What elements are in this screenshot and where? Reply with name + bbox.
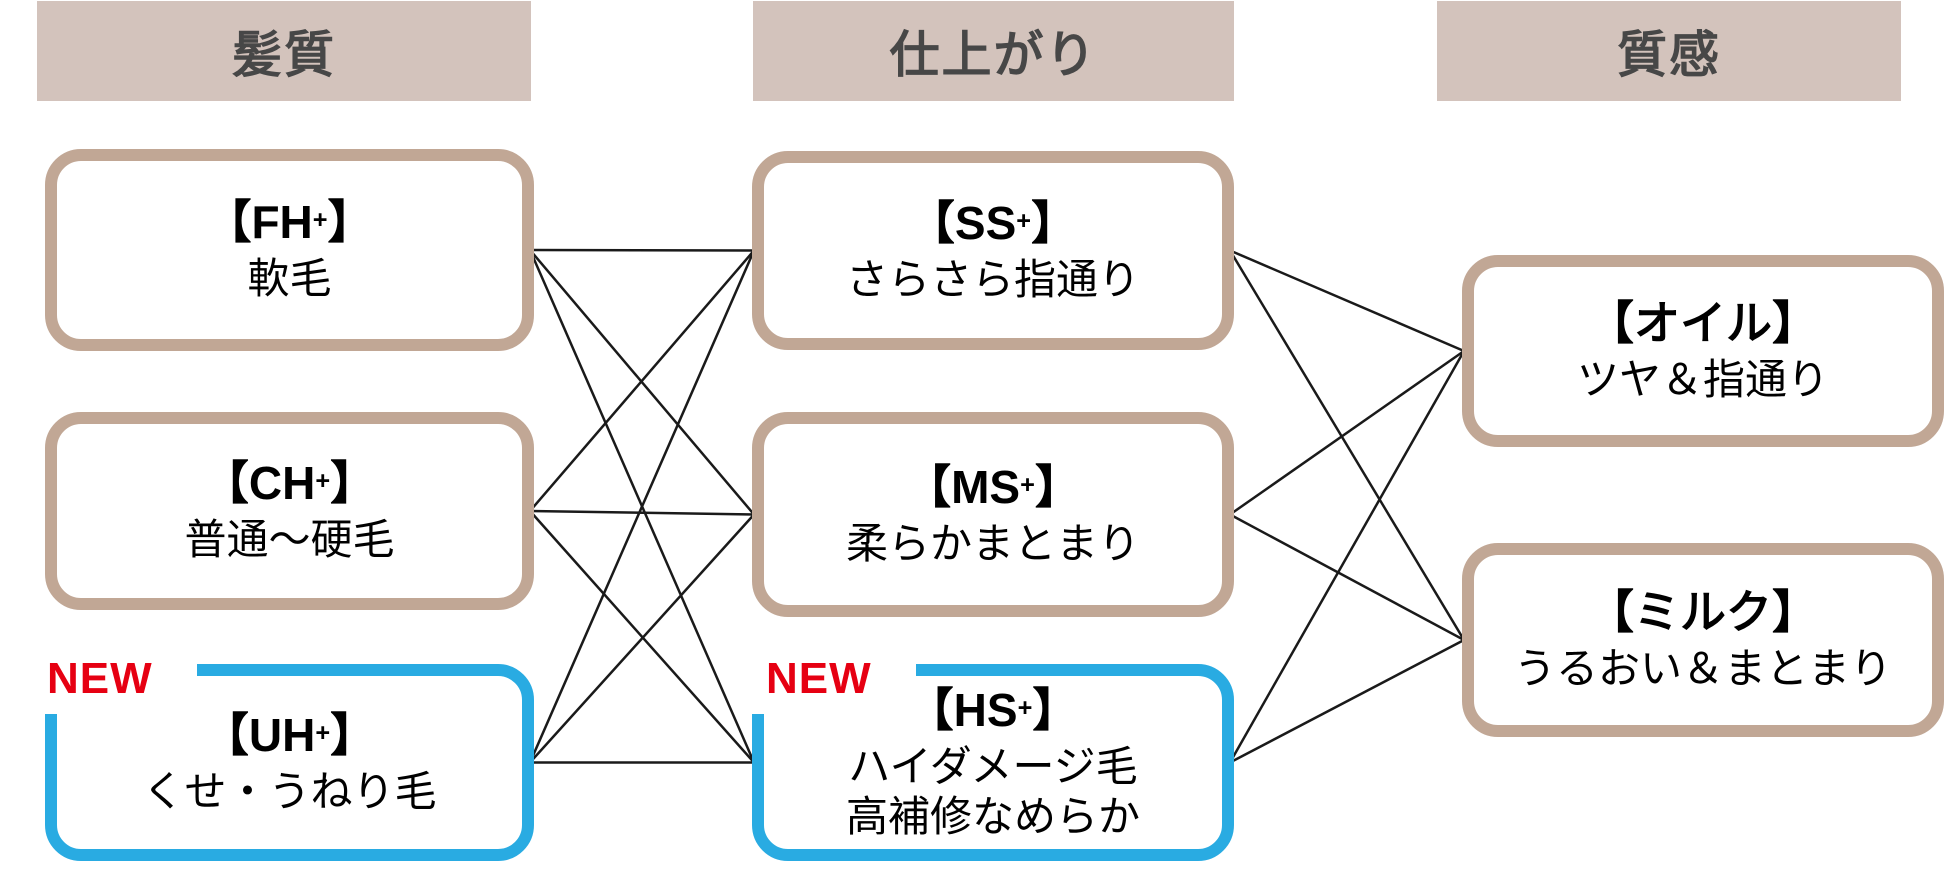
box-title: 【ミルク】 xyxy=(1588,586,1818,639)
box-oil-shine-smoothness: 【オイル】 ツヤ＆指通り xyxy=(1462,255,1944,447)
box-subtitle: 柔らかまとまり xyxy=(845,519,1140,567)
box-subtitle-line2: 高補修なめらか xyxy=(845,793,1140,841)
box-title: 【SS+】 xyxy=(908,196,1078,249)
box-subtitle: ツヤ＆指通り xyxy=(1576,356,1829,404)
box-subtitle: くせ・うねり毛 xyxy=(142,767,437,815)
frame-gap xyxy=(45,664,197,714)
plus-superscript: + xyxy=(315,467,331,496)
box-title: 【FH+】 xyxy=(205,196,374,249)
box-milk-moisture-manageability: 【ミルク】 うるおい＆まとまり xyxy=(1462,543,1944,737)
box-subtitle: 普通～硬毛 xyxy=(184,516,395,564)
column-header-label: 仕上がり xyxy=(889,27,1098,83)
plus-superscript: + xyxy=(1020,470,1035,499)
box-title: 【MS+】 xyxy=(905,460,1081,513)
plus-superscript: + xyxy=(1017,693,1033,722)
box-ms-soft-manageable-finish: 【MS+】 柔らかまとまり xyxy=(752,412,1234,617)
box-title: 【CH+】 xyxy=(202,457,377,510)
box-subtitle: ハイダメージ毛 xyxy=(848,742,1138,790)
box-uh-curly-wavy-hair: 【UH+】 くせ・うねり毛 xyxy=(45,664,534,861)
plus-superscript: + xyxy=(315,718,331,747)
box-ch-normal-to-hard-hair: 【CH+】 普通～硬毛 xyxy=(45,412,534,610)
box-subtitle: さらさら指通り xyxy=(845,255,1140,303)
box-title: 【HS+】 xyxy=(907,683,1079,736)
box-fh-soft-hair: 【FH+】 軟毛 xyxy=(45,149,534,351)
new-badge-hs: NEW xyxy=(766,654,872,703)
new-badge-uh: NEW xyxy=(47,654,153,703)
plus-superscript: + xyxy=(1016,206,1032,235)
box-title: 【オイル】 xyxy=(1588,297,1818,350)
column-header-texture: 質感 xyxy=(1437,1,1901,101)
column-header-finish: 仕上がり xyxy=(753,1,1234,101)
box-subtitle: 軟毛 xyxy=(247,255,332,303)
box-title: 【UH+】 xyxy=(202,708,377,761)
box-subtitle: うるおい＆まとまり xyxy=(1513,645,1892,693)
column-header-label: 髪質 xyxy=(232,27,336,83)
box-hs-high-damage-repair: 【HS+】 ハイダメージ毛 高補修なめらか xyxy=(752,664,1234,861)
frame-gap xyxy=(752,664,916,714)
box-ss-smooth-finish: 【SS+】 さらさら指通り xyxy=(752,151,1234,350)
column-header-label: 質感 xyxy=(1617,27,1721,83)
column-header-hair-quality: 髪質 xyxy=(37,1,531,101)
plus-superscript: + xyxy=(312,206,328,235)
